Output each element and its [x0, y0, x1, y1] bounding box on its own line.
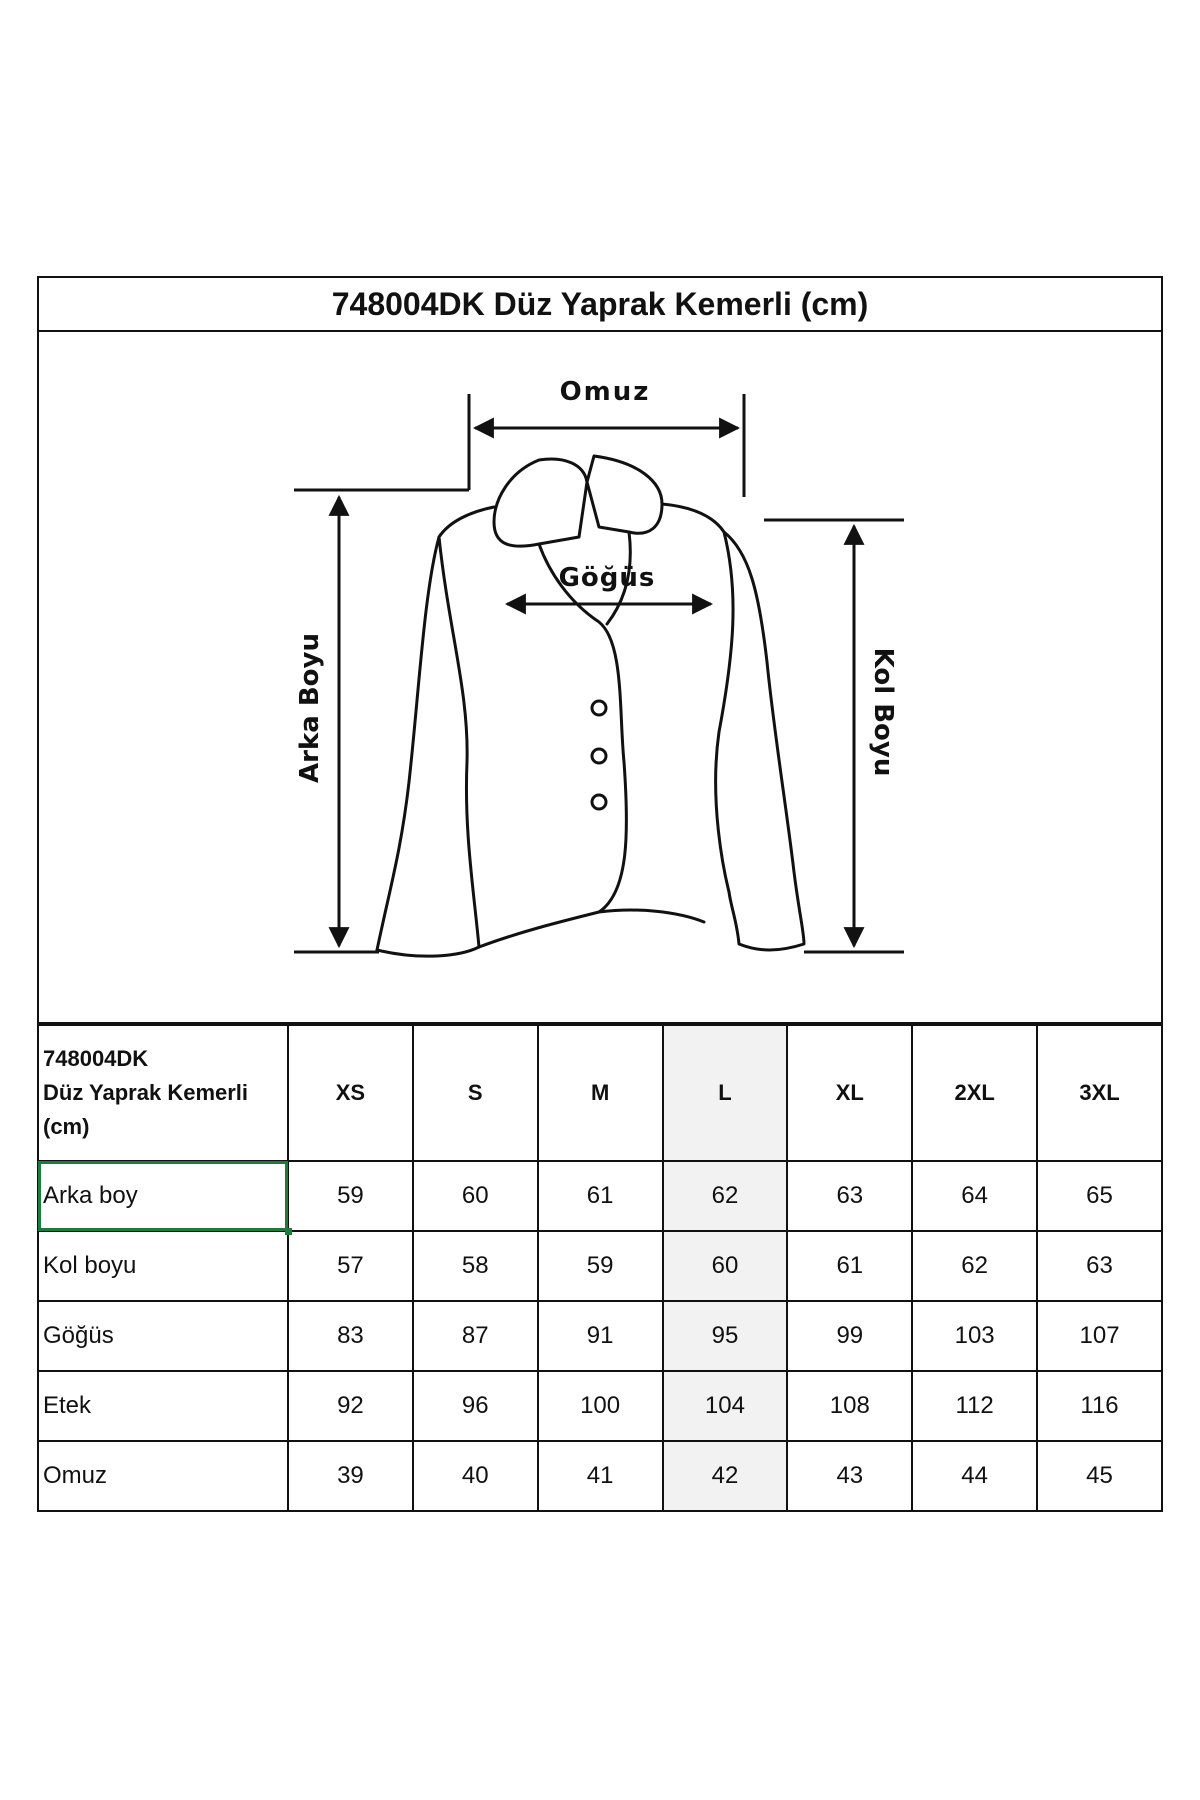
table-cell[interactable]: 40: [411, 1440, 539, 1512]
label-chest: Göğüs: [559, 563, 656, 593]
row-label[interactable]: Göğüs: [37, 1300, 289, 1372]
label-back-length: Arka Boyu: [295, 633, 325, 783]
size-header-l: L: [661, 1024, 789, 1162]
table-cell[interactable]: 103: [911, 1300, 1039, 1372]
size-header-s: S: [411, 1024, 539, 1162]
row-label-selected-cell[interactable]: Arka boy: [37, 1160, 293, 1236]
jacket-body-right: [660, 502, 735, 894]
table-cell[interactable]: 57: [287, 1230, 414, 1302]
label-shoulder: Omuz: [560, 377, 651, 407]
table-cell[interactable]: 60: [661, 1230, 789, 1302]
product-code: 748004DK: [43, 1045, 149, 1071]
row-label[interactable]: Kol boyu: [37, 1230, 289, 1302]
table-header-row: 748004DK Düz Yaprak Kemerli (cm) XS S M …: [37, 1024, 1163, 1162]
product-name: Düz Yaprak Kemerli: [43, 1079, 249, 1105]
table-cell[interactable]: 59: [536, 1230, 664, 1302]
label-sleeve-length: Kol Boyu: [868, 648, 898, 777]
size-header-2xl: 2XL: [911, 1024, 1039, 1162]
jacket-hem: [375, 945, 481, 958]
table-row: Omuz 39 40 41 42 43 44 45: [37, 1440, 1163, 1512]
table-row: Göğüs 83 87 91 95 99 103 107: [37, 1300, 1163, 1372]
table-cell[interactable]: 104: [661, 1370, 789, 1442]
table-cell[interactable]: 107: [1036, 1300, 1163, 1372]
table-cell[interactable]: 39: [287, 1440, 414, 1512]
table-row: Kol boyu 57 58 59 60 61 62 63: [37, 1230, 1163, 1302]
jacket-lapel: [537, 542, 628, 914]
table-cell[interactable]: 44: [911, 1440, 1039, 1512]
button-1: [590, 699, 608, 717]
jacket-diagram: Omuz Göğüs Arka Boyu Kol Boyu: [37, 332, 1163, 1024]
table-cell[interactable]: 59: [287, 1160, 414, 1232]
product-unit: (cm): [43, 1114, 90, 1140]
jacket-sleeve-right: [722, 530, 806, 952]
button-2: [590, 747, 608, 765]
table-cell[interactable]: 60: [411, 1160, 539, 1232]
button-3: [590, 793, 608, 811]
table-cell[interactable]: 95: [661, 1300, 789, 1372]
row-label[interactable]: Etek: [37, 1370, 289, 1442]
size-table: 748004DK Düz Yaprak Kemerli (cm) XS S M …: [37, 1024, 1163, 1512]
size-header-xs: XS: [287, 1024, 414, 1162]
table-cell[interactable]: 45: [1036, 1440, 1163, 1512]
jacket-sleeve-left: [437, 535, 481, 949]
table-cell[interactable]: 83: [287, 1300, 414, 1372]
table-cell[interactable]: 41: [536, 1440, 664, 1512]
table-cell[interactable]: 63: [1036, 1230, 1163, 1302]
table-cell[interactable]: 62: [661, 1160, 789, 1232]
table-cell[interactable]: 65: [1036, 1160, 1163, 1232]
jacket-front-bottom: [477, 908, 706, 949]
table-cell[interactable]: 58: [411, 1230, 539, 1302]
jacket-body-left: [375, 505, 496, 952]
table-cell[interactable]: 42: [661, 1440, 789, 1512]
table-row: Etek 92 96 100 104 108 112 116: [37, 1370, 1163, 1442]
size-header-3xl: 3XL: [1036, 1024, 1163, 1162]
table-cell[interactable]: 116: [1036, 1370, 1163, 1442]
size-chart: 748004DK Düz Yaprak Kemerli (cm): [37, 276, 1163, 1512]
jacket-illustration: Omuz Göğüs Arka Boyu Kol Boyu: [294, 377, 904, 958]
jacket-collar-right: [585, 454, 664, 535]
jacket-collar: [492, 457, 589, 548]
table-cell[interactable]: 43: [786, 1440, 914, 1512]
row-label[interactable]: Omuz: [37, 1440, 289, 1512]
table-cell[interactable]: 112: [911, 1370, 1039, 1442]
table-cell[interactable]: 91: [536, 1300, 664, 1372]
chart-title: 748004DK Düz Yaprak Kemerli (cm): [37, 276, 1163, 332]
table-cell[interactable]: 63: [786, 1160, 914, 1232]
table-cell[interactable]: 62: [911, 1230, 1039, 1302]
size-header-xl: XL: [786, 1024, 914, 1162]
size-header-m: M: [536, 1024, 664, 1162]
product-header: 748004DK Düz Yaprak Kemerli (cm): [37, 1024, 289, 1162]
table-cell[interactable]: 61: [786, 1230, 914, 1302]
table-cell[interactable]: 64: [911, 1160, 1039, 1232]
table-cell[interactable]: 92: [287, 1370, 414, 1442]
table-cell[interactable]: 96: [411, 1370, 539, 1442]
table-cell[interactable]: 87: [411, 1300, 539, 1372]
table-row: Arka boy 59 60 61 62 63 64 65: [37, 1160, 1163, 1236]
table-cell[interactable]: 100: [536, 1370, 664, 1442]
jacket-front-panel: [605, 530, 632, 626]
table-cell[interactable]: 99: [786, 1300, 914, 1372]
table-cell[interactable]: 61: [536, 1160, 664, 1232]
table-cell[interactable]: 108: [786, 1370, 914, 1442]
